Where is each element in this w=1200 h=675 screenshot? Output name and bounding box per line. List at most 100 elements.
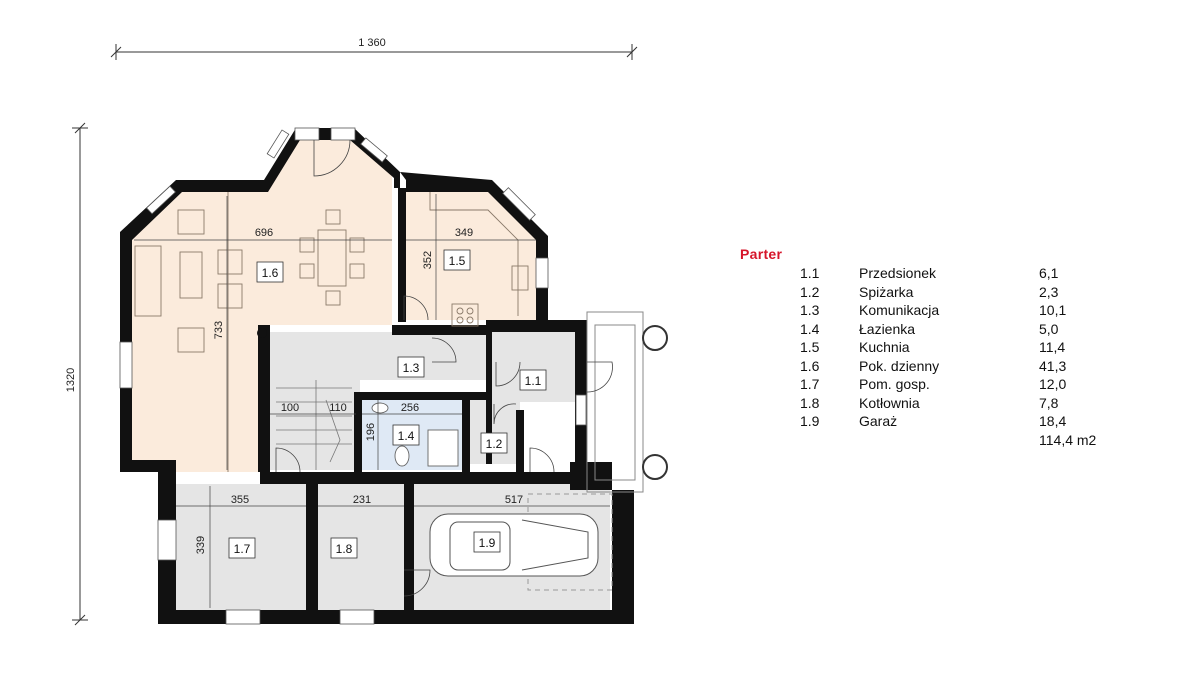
armchair-icon: [177, 209, 205, 235]
legend-row: 1.9 Garaż 18,4: [740, 412, 1120, 431]
legend-room-number: 1.6: [800, 357, 820, 374]
room-tag-1-2: 1.2: [486, 437, 503, 451]
porch: [586, 311, 668, 493]
room-tag-1-9: 1.9: [479, 536, 496, 550]
room-tags: [228, 249, 547, 559]
legend-room-area: 2,3: [1039, 283, 1059, 300]
room-tag-frame: [480, 432, 508, 454]
legend-room-number: 1.2: [800, 283, 820, 300]
armchair-icon: [217, 283, 243, 309]
utility-width-label: 355: [231, 494, 249, 506]
room-tag-frame: [330, 537, 358, 559]
windows: [119, 127, 587, 625]
legend-total: 114,4 m2: [1039, 431, 1097, 448]
vestibule-floor: [490, 332, 575, 402]
living-room-furniture: [134, 192, 365, 472]
legend-row: 1.5 Kuchnia 11,4: [740, 338, 1120, 357]
room-tag-1-4: 1.4: [398, 429, 415, 443]
legend-room-number: 1.4: [800, 320, 820, 337]
room-tag-frame: [473, 531, 501, 553]
overall-height-dimension: [72, 122, 88, 626]
legend-room-name: Kotłownia: [859, 394, 920, 411]
legend-title: Parter: [740, 246, 783, 262]
bath-height-label: 196: [365, 423, 377, 441]
kitchen-furniture: [429, 192, 529, 327]
kitchen-height-label: 352: [422, 251, 434, 269]
legend-room-area: 41,3: [1039, 357, 1067, 374]
corridor-floor: [270, 332, 490, 380]
car-icon: [429, 493, 613, 591]
legend-room-number: 1.1: [800, 265, 820, 281]
legend-row: 1.2 Spiżarka 2,3: [740, 283, 1120, 302]
legend-rows: 1.1 Przedsionek 6,1 1.2 Spiżarka 2,3 1.3 Komuni…: [740, 264, 1120, 431]
overall-width-label: 1 360: [358, 37, 386, 49]
coffee-table-icon: [179, 251, 203, 299]
boiler-width-label: 231: [353, 494, 371, 506]
living-height-label: 733: [213, 321, 225, 339]
legend-room-area: 12,0: [1039, 376, 1067, 392]
legend-room-area: 7,8: [1039, 394, 1059, 411]
stair-width-a-label: 100: [281, 402, 299, 414]
room-tag-frame: [519, 369, 547, 391]
room-tag-1-1: 1.1: [525, 374, 542, 388]
floor-plan: 1 360 1320: [65, 37, 668, 626]
legend-room-name: Pom. gosp.: [859, 376, 930, 392]
legend-room-name: Pok. dzienny: [859, 357, 940, 374]
legend-room-name: Przedsionek: [859, 265, 937, 281]
legend-room-area: 18,4: [1039, 413, 1067, 429]
pantry-floor: [470, 400, 520, 464]
sofa-icon: [134, 245, 162, 317]
sink-icon: [511, 265, 529, 291]
room-tag-frame: [397, 356, 425, 378]
room-tag-frame: [256, 261, 284, 283]
utility-height-label: 339: [195, 536, 207, 554]
legend-room-number: 1.3: [800, 302, 820, 318]
legend-room-name: Łazienka: [859, 320, 916, 337]
doors: [275, 139, 613, 597]
room-tag-frame: [228, 537, 256, 559]
legend-room-area: 6,1: [1039, 265, 1059, 281]
living-width-label: 696: [255, 227, 273, 239]
toilet-icon: [394, 445, 410, 467]
room-tag-1-3: 1.3: [403, 361, 420, 375]
bath-width-label: 256: [401, 402, 419, 414]
room-tag-1-6: 1.6: [262, 266, 279, 280]
kitchen-floor: [404, 190, 540, 320]
room-tag-1-7: 1.7: [234, 542, 251, 556]
legend-room-number: 1.5: [800, 339, 820, 355]
legend-room-number: 1.8: [800, 394, 820, 411]
legend-room-area: 11,4: [1039, 339, 1066, 355]
kitchen-width-label: 349: [455, 227, 473, 239]
legend-room-name: Garaż: [859, 413, 898, 429]
staircase: [276, 380, 352, 470]
exterior-walls: [120, 128, 634, 624]
legend-row: 1.6 Pok. dzienny 41,3: [740, 357, 1120, 376]
legend-row: 1.3 Komunikacja 10,1: [740, 301, 1120, 320]
legend-row: 1.4 Łazienka 5,0: [740, 320, 1120, 339]
legend-room-number: 1.9: [800, 413, 820, 429]
overall-width-dimension: [110, 44, 638, 60]
room-tag-1-8: 1.8: [336, 542, 353, 556]
stove-icon: [451, 303, 479, 327]
dining-table-icon: [317, 229, 347, 287]
chimney-icon: [257, 328, 267, 338]
legend-row: 1.1 Przedsionek 6,1: [740, 264, 1120, 283]
legend-room-name: Kuchnia: [859, 339, 910, 355]
legend-room-number: 1.7: [800, 376, 820, 392]
living-room-floor: [130, 140, 392, 472]
shower-icon: [427, 429, 459, 467]
legend-room-area: 5,0: [1039, 320, 1059, 337]
legend-total-row: 114,4 m2: [740, 431, 1120, 450]
legend-row: 1.8 Kotłownia 7,8: [740, 394, 1120, 413]
legend-row: 1.7 Pom. gosp. 12,0: [740, 375, 1120, 394]
overall-height-label: 1320: [65, 368, 77, 392]
legend-room-name: Spiżarka: [859, 283, 914, 300]
room-tag-frame: [392, 424, 420, 446]
legend-room-area: 10,1: [1039, 302, 1067, 318]
room-tag-1-5: 1.5: [449, 254, 466, 268]
legend-room-name: Komunikacja: [859, 302, 940, 318]
armchair-icon: [177, 327, 205, 353]
garage-width-label: 517: [505, 494, 523, 506]
washbasin-icon: [371, 402, 389, 414]
